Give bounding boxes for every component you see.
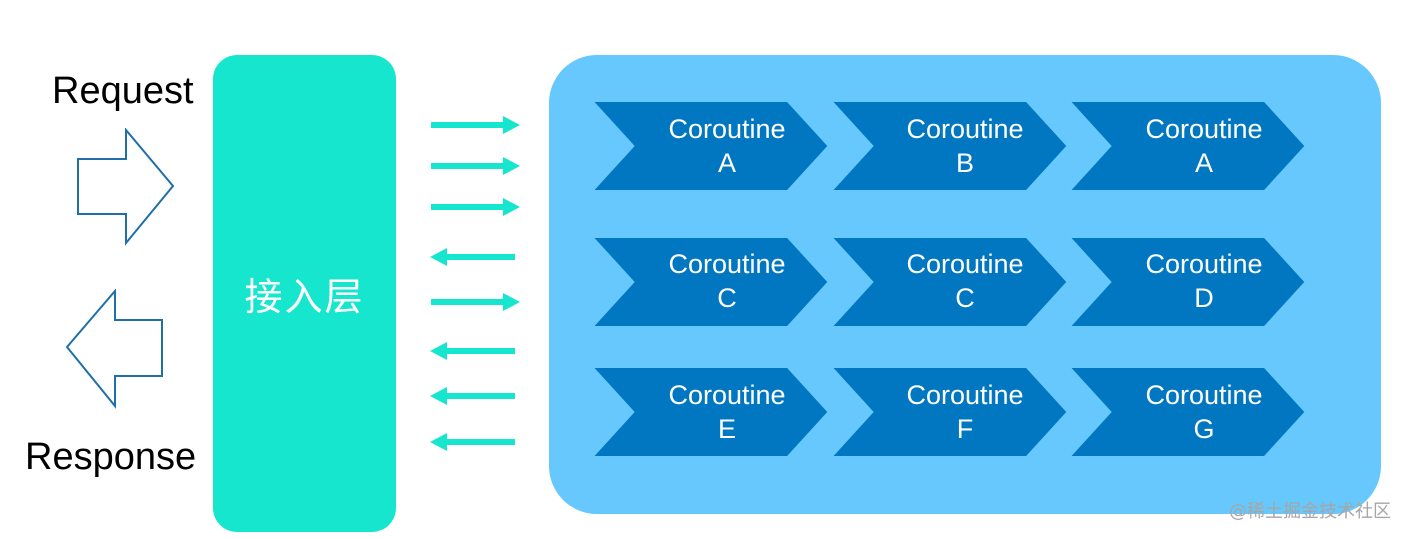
flow-arrow-left <box>430 342 515 360</box>
flow-arrow-left <box>430 433 515 451</box>
coroutine-chevron-shape <box>824 364 1072 460</box>
coroutine-title: Coroutine <box>668 249 786 279</box>
flow-arrow-left <box>430 248 515 266</box>
coroutine-id: A <box>717 148 736 178</box>
coroutine-id: C <box>717 283 737 313</box>
flow-arrow-left <box>430 387 515 405</box>
gateway-layer-block: 接入层 <box>213 55 396 532</box>
coroutine-id: G <box>1193 414 1215 444</box>
coroutine-chevron-shape <box>1062 234 1310 330</box>
coroutine-chevron-shape <box>824 234 1072 330</box>
response-label: Response <box>25 436 197 478</box>
gateway-layer-label: 接入层 <box>244 275 365 319</box>
coroutine-chevron-shape <box>1062 98 1310 194</box>
request-label: Request <box>52 70 194 112</box>
flow-arrows <box>430 116 520 451</box>
coroutine-chevron-shape <box>585 364 833 460</box>
coroutine-title: Coroutine <box>1145 380 1263 410</box>
coroutine-title: Coroutine <box>668 380 786 410</box>
coroutine-id: D <box>1194 283 1214 313</box>
coroutine-title: Coroutine <box>906 380 1024 410</box>
coroutine-title: Coroutine <box>1145 114 1263 144</box>
coroutine-title: Coroutine <box>906 249 1024 279</box>
flow-arrow-right <box>431 157 520 175</box>
coroutine-chevron-shape <box>824 98 1072 194</box>
coroutine-chevron-shape <box>585 98 833 194</box>
coroutine-title: Coroutine <box>1145 249 1263 279</box>
watermark: @稀土掘金技术社区 <box>1229 501 1391 522</box>
coroutine-chevron-shape <box>1062 364 1310 460</box>
coroutine-id: E <box>717 414 736 444</box>
request-arrow-icon <box>77 128 175 246</box>
flow-arrow-right <box>431 293 520 311</box>
flow-arrow-right <box>431 116 520 134</box>
coroutine-id: A <box>1194 148 1213 178</box>
coroutine-chevron-shape <box>585 234 833 330</box>
coroutine-id: B <box>955 148 974 178</box>
response-arrow-icon <box>65 289 163 409</box>
coroutine-id: C <box>955 283 975 313</box>
coroutine-id: F <box>956 414 974 444</box>
coroutine-title: Coroutine <box>906 114 1024 144</box>
flow-arrow-right <box>431 198 520 216</box>
coroutine-title: Coroutine <box>668 114 786 144</box>
